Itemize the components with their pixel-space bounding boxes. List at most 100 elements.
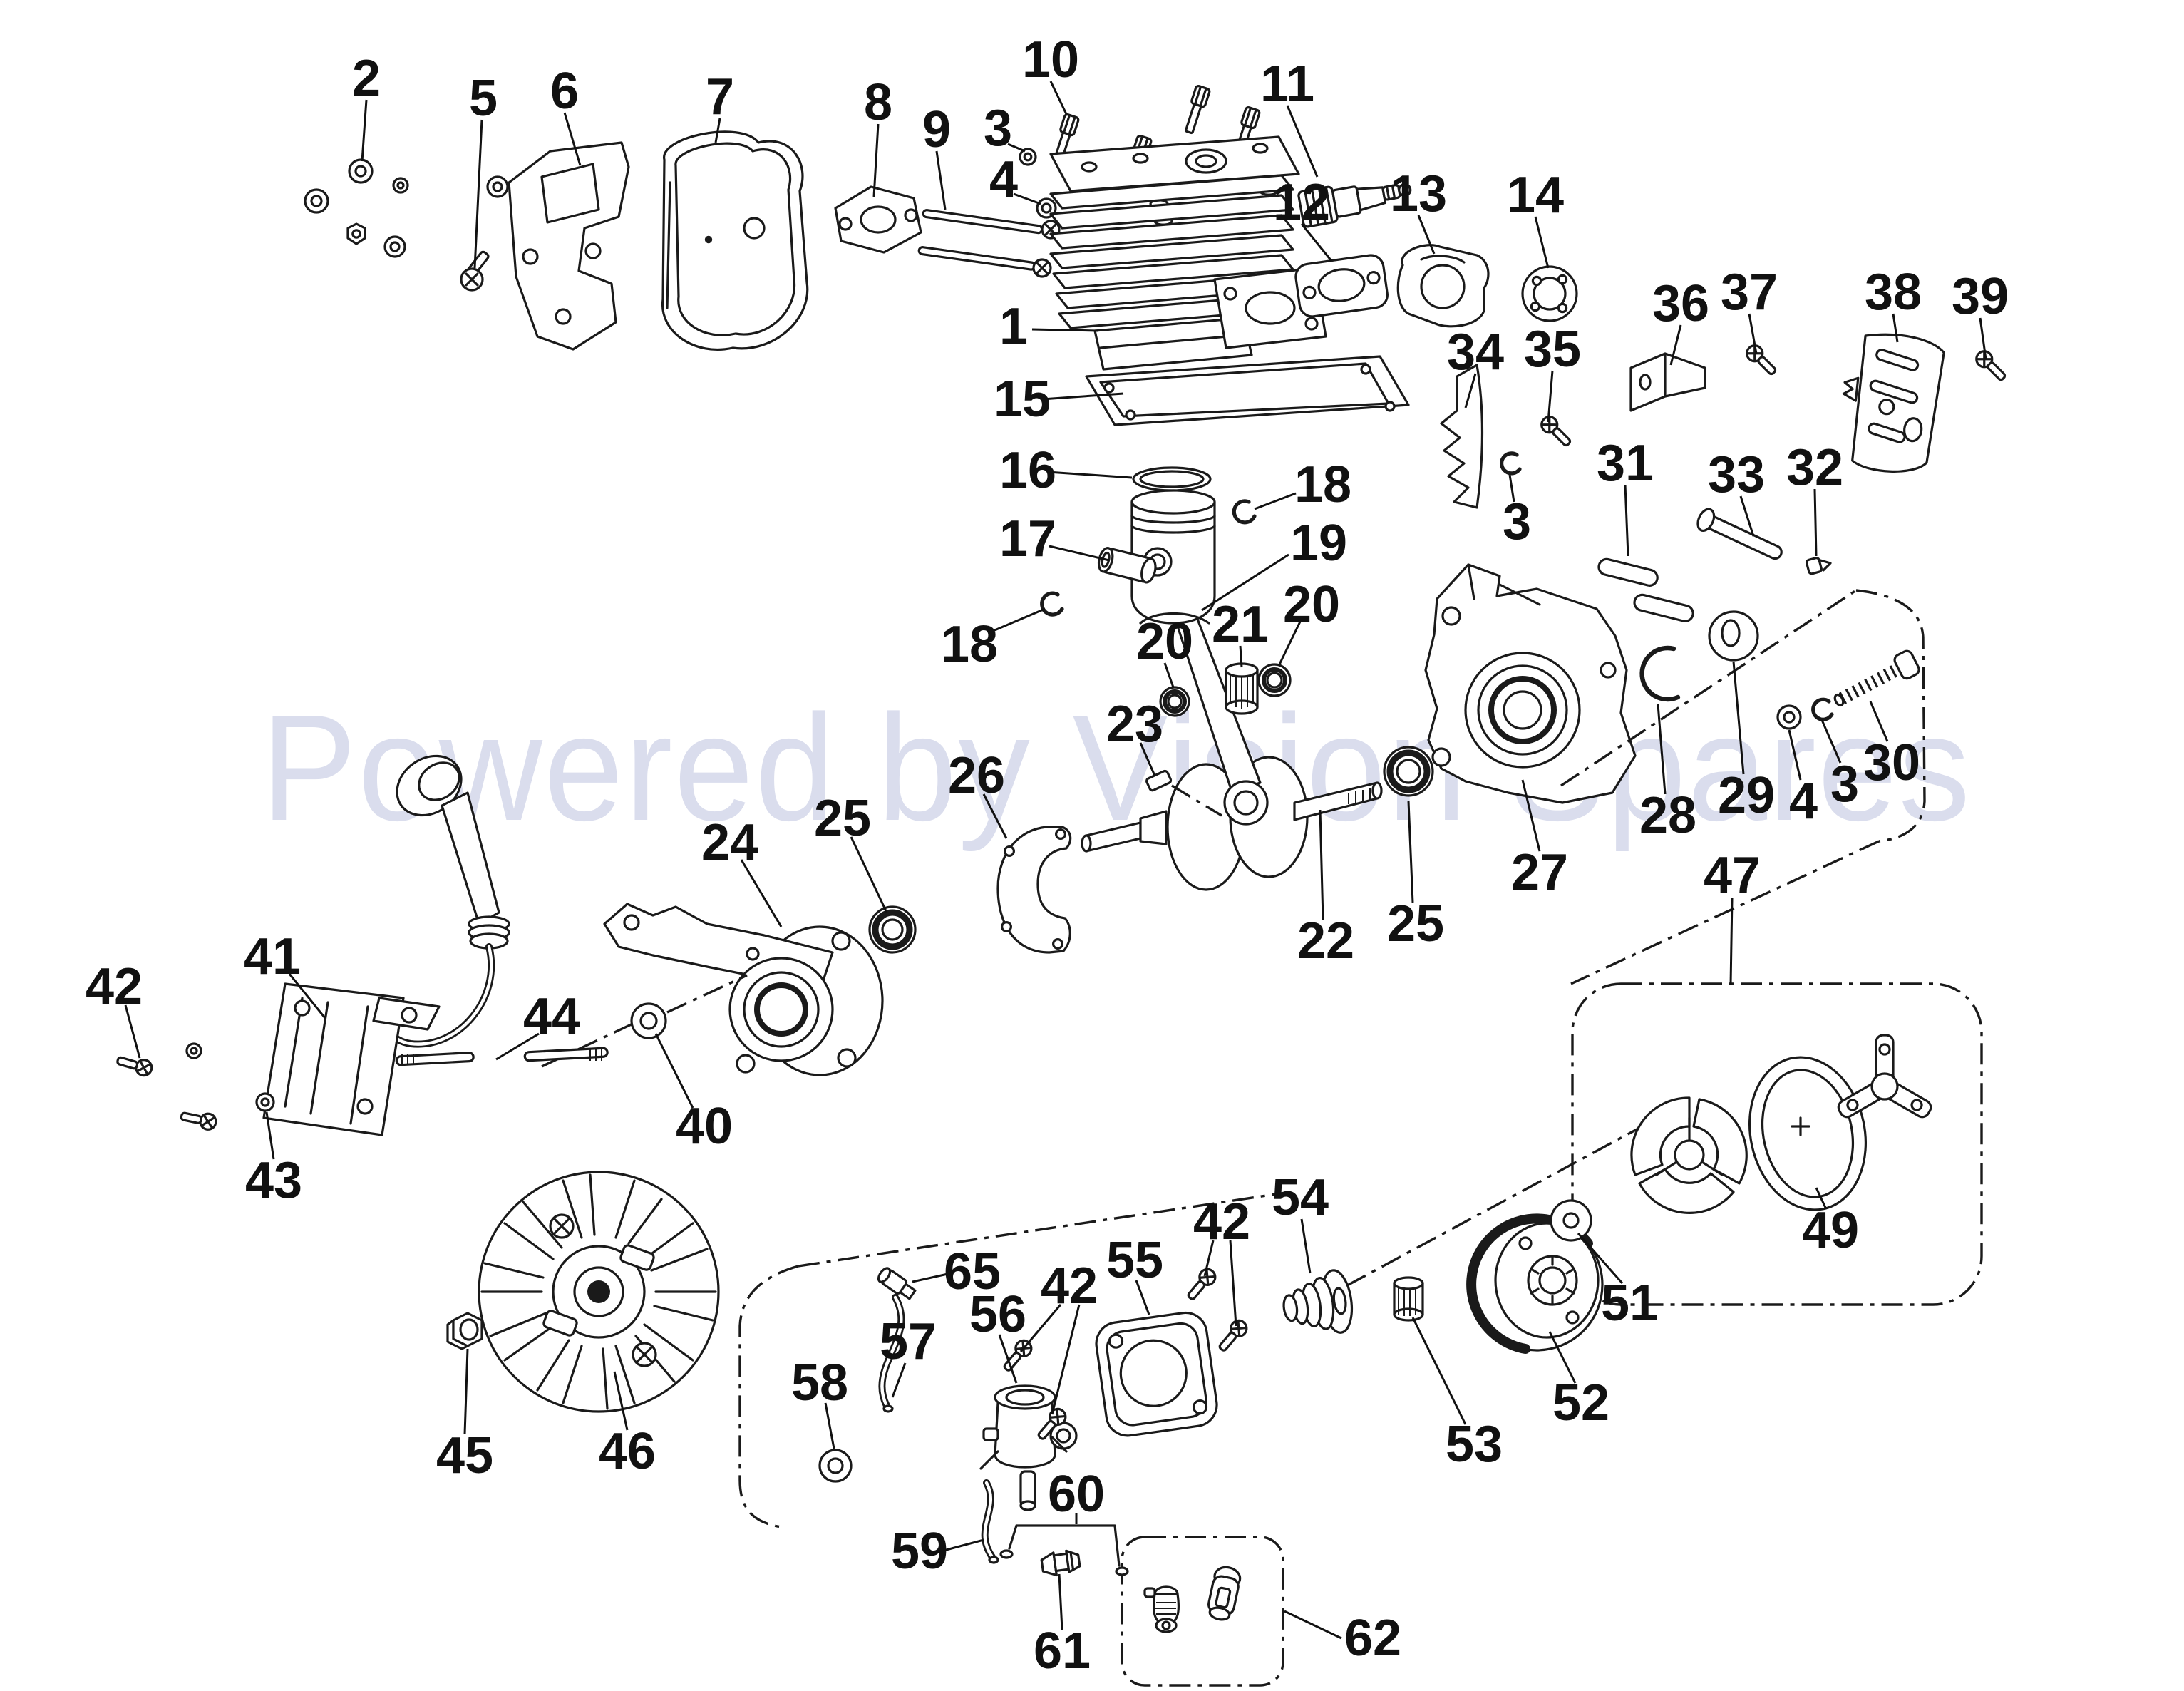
part-label-55: 55 <box>1106 1232 1163 1289</box>
leader-line-9 <box>935 150 947 210</box>
part-label-11: 11 <box>1260 56 1314 113</box>
part-label-28: 28 <box>1639 787 1696 844</box>
part-label-6: 6 <box>550 63 579 120</box>
part-label-33: 33 <box>1708 446 1765 503</box>
washer-40 <box>630 1002 667 1039</box>
wrist-pin-17 <box>1097 547 1157 584</box>
dowel-pins-31 <box>1597 557 1694 622</box>
part-label-47: 47 <box>1704 847 1761 904</box>
screw-42-b1 <box>1187 1268 1217 1300</box>
leader-line-17 <box>1049 545 1110 562</box>
part-label-12: 12 <box>1273 174 1330 231</box>
bracket-36 <box>1629 352 1706 412</box>
part-label-42a: 42 <box>86 958 143 1015</box>
spark-plug-boot <box>396 754 510 950</box>
leader-line-5 <box>473 119 483 269</box>
flywheel-nut-45 <box>446 1312 483 1350</box>
leader-line-12 <box>1300 223 1333 262</box>
leader-line-42c <box>1019 1304 1062 1352</box>
leader-line-11 <box>1286 105 1319 178</box>
leader-line-19 <box>1201 553 1289 612</box>
part-label-49: 49 <box>1802 1202 1859 1259</box>
leader-line-15 <box>1041 392 1124 401</box>
leader-line-4b <box>1788 729 1802 781</box>
part-label-25a: 25 <box>814 790 871 847</box>
nipple-61 <box>1040 1549 1081 1577</box>
leader-line-7 <box>714 118 721 143</box>
part-label-24: 24 <box>701 814 758 871</box>
leader-line-51 <box>1577 1233 1624 1284</box>
leader-line-23 <box>1139 742 1156 776</box>
part-label-62: 62 <box>1344 1610 1401 1667</box>
part-label-42c: 42 <box>1041 1258 1098 1315</box>
washer-29 <box>1708 610 1759 662</box>
leader-line-42c <box>1051 1304 1081 1415</box>
part-label-17: 17 <box>999 510 1056 567</box>
leader-line-2 <box>361 99 368 162</box>
part-label-13: 13 <box>1390 165 1447 222</box>
clutch-shoes-assembly <box>1630 1096 1748 1214</box>
part-label-15: 15 <box>994 371 1051 428</box>
leader-line-26 <box>982 793 1008 839</box>
oil-pump-worm-54 <box>1282 1269 1354 1334</box>
kit-bracket-60 <box>999 1524 1129 1576</box>
part-label-39: 39 <box>1952 268 2009 325</box>
washer-20-left <box>1159 686 1190 717</box>
leader-line-25b <box>1407 801 1414 903</box>
leader-line-47 <box>1729 898 1734 986</box>
part-label-40: 40 <box>676 1098 733 1155</box>
part-label-36: 36 <box>1652 275 1709 332</box>
gasket-8 <box>834 185 922 254</box>
part-label-20b: 20 <box>1283 576 1340 633</box>
part-label-19: 19 <box>1290 515 1347 572</box>
gasket-14 <box>1521 265 1578 322</box>
screw-42-c2 <box>1037 1407 1067 1440</box>
washer-small-coil <box>185 1042 202 1059</box>
leader-line-42a <box>124 1004 141 1059</box>
leader-line-42b <box>1203 1240 1215 1277</box>
leader-line-41 <box>288 973 326 1019</box>
leader-line-20b <box>1277 621 1302 667</box>
bolt-9-pair <box>917 209 1061 278</box>
needle-bearing-21 <box>1225 662 1259 715</box>
leader-line-13 <box>1417 215 1436 255</box>
leader-line-29 <box>1732 661 1745 775</box>
part-label-5: 5 <box>469 70 498 127</box>
washer-cluster <box>304 158 509 258</box>
flange-13 <box>1396 244 1490 328</box>
leader-line-27 <box>1521 779 1541 852</box>
leader-line-53 <box>1411 1317 1467 1425</box>
part-label-7: 7 <box>706 68 734 125</box>
leader-line-1 <box>1031 328 1098 332</box>
leader-line-14 <box>1534 216 1550 269</box>
needle-bearing-53 <box>1393 1276 1424 1322</box>
part-label-25b: 25 <box>1387 895 1444 952</box>
part-label-10: 10 <box>1022 31 1079 88</box>
leader-line-45 <box>463 1348 469 1435</box>
part-label-38: 38 <box>1865 264 1922 321</box>
leader-line-40 <box>654 1033 694 1109</box>
part-label-59: 59 <box>891 1523 948 1580</box>
valve-fitting-62b <box>1207 1566 1242 1621</box>
leader-line-34 <box>1464 373 1477 408</box>
part-label-18a: 18 <box>1294 456 1351 513</box>
screw-39 <box>1975 350 2007 381</box>
clutch-drum-52 <box>1466 1213 1604 1354</box>
part-label-56: 56 <box>969 1286 1026 1343</box>
leader-line-28 <box>1657 704 1667 795</box>
washer-20-right <box>1257 663 1292 697</box>
leader-line-58 <box>824 1402 835 1449</box>
grommet-58 <box>818 1449 853 1483</box>
washers-3-4-cylinder <box>1019 148 1057 219</box>
part-label-57: 57 <box>880 1313 937 1370</box>
bracket-6 <box>508 141 630 351</box>
part-label-8: 8 <box>864 74 892 131</box>
leader-line-37 <box>1748 313 1758 354</box>
screw-42-b2 <box>1218 1319 1248 1352</box>
part-label-27: 27 <box>1511 844 1568 901</box>
gasket-15 <box>1085 355 1410 426</box>
part-label-14: 14 <box>1507 167 1564 224</box>
part-label-34: 34 <box>1447 324 1504 381</box>
part-label-37: 37 <box>1721 264 1778 321</box>
